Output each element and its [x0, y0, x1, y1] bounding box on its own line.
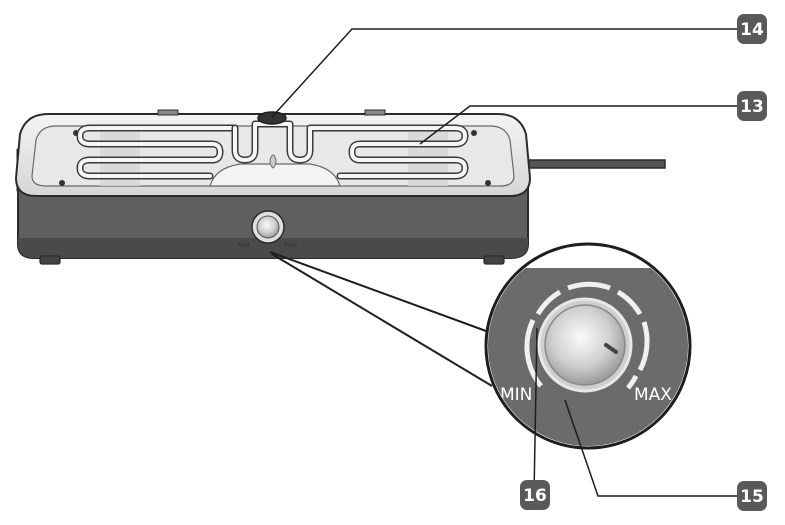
- zoom-detail: MIN MAX: [484, 242, 692, 450]
- thermostat-socket: [257, 111, 287, 125]
- leader-lines: [271, 28, 738, 497]
- zoom-lines: [269, 251, 498, 387]
- dial-scale-arc: [524, 281, 650, 390]
- callout-14: 14: [737, 14, 767, 44]
- power-cord: [524, 159, 666, 169]
- callout-13: 13: [737, 91, 767, 121]
- leader-13: [419, 105, 738, 145]
- leader-16: [533, 327, 538, 496]
- dial-max-label: MAX: [634, 385, 672, 405]
- leader-15: [564, 399, 738, 497]
- heating-element: [76, 120, 469, 180]
- dial-min-label: MIN: [500, 385, 532, 405]
- callout-16-label: 16: [523, 486, 547, 506]
- temperature-knob: [537, 297, 633, 393]
- callout-13-label: 13: [740, 97, 764, 117]
- small-temperature-knob: MIN MAX: [238, 210, 297, 249]
- callout-14-label: 14: [740, 20, 764, 40]
- knob-indicator: [604, 343, 618, 354]
- leader-14: [271, 28, 738, 118]
- callout-15: 15: [737, 481, 767, 511]
- callout-16: 16: [520, 480, 550, 510]
- small-knob-min-label: MIN: [238, 242, 249, 249]
- small-knob-max-label: MAX: [284, 242, 297, 249]
- callout-15-label: 15: [740, 487, 764, 507]
